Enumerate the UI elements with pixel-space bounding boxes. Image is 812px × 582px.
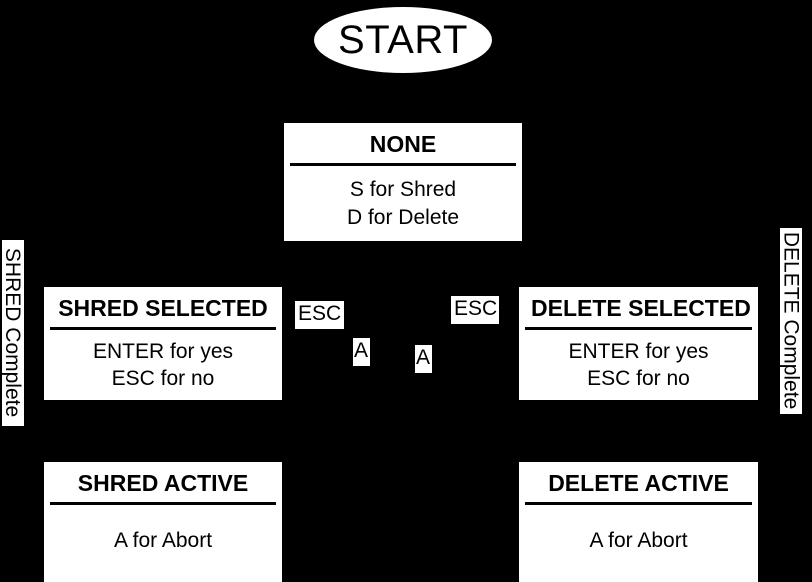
state-shred-selected-body-line-2: ESC for no <box>111 367 215 391</box>
start-node[interactable]: START <box>314 7 492 73</box>
state-shred-active[interactable]: SHRED ACTIVE A for Abort <box>44 462 282 582</box>
transition-label-abort-shred: A <box>353 338 370 366</box>
edge-esc-shred-rail <box>282 314 296 317</box>
state-shred-selected-body-line-1: ENTER for yes <box>92 339 234 363</box>
start-node-label: START <box>338 18 468 62</box>
transition-label-abort-delete: A <box>415 345 432 373</box>
state-delete-selected-title: DELETE SELECTED <box>525 287 752 331</box>
transition-label-delete-complete-text: DELETE Complete <box>779 232 803 410</box>
transition-label-delete-complete: DELETE Complete <box>779 228 803 414</box>
edge-esc-delete-rail <box>499 309 520 312</box>
edge-abort-delete-rail <box>422 373 425 392</box>
transition-label-shred-complete: SHRED Complete <box>1 240 25 426</box>
edge-none-bottom-stub <box>402 240 405 262</box>
state-none-body: S for Shred D for Delete <box>284 166 522 241</box>
edge-start-to-none <box>402 72 405 124</box>
edge-none-to-shred-selected <box>162 262 165 288</box>
state-delete-selected-body: ENTER for yes ESC for no <box>519 330 758 400</box>
state-shred-selected[interactable]: SHRED SELECTED ENTER for yes ESC for no <box>44 287 282 400</box>
state-none-body-line-1: S for Shred <box>349 178 457 201</box>
state-delete-active-body: A for Abort <box>519 505 758 582</box>
state-shred-active-title: SHRED ACTIVE <box>50 462 276 506</box>
state-none-body-line-2: D for Delete <box>346 205 460 229</box>
state-shred-active-body: A for Abort <box>44 505 282 582</box>
state-delete-selected-body-line-1: ENTER for yes <box>568 339 709 363</box>
edge-none-to-delete-selected <box>638 262 641 288</box>
edge-shred-selected-to-shred-active <box>162 400 165 462</box>
state-delete-active-body-line-1: A for Abort <box>589 529 688 553</box>
transition-label-esc-shred: ESC <box>295 301 344 329</box>
state-shred-selected-body: ENTER for yes ESC for no <box>44 330 282 400</box>
edge-delete-selected-to-delete-active <box>638 400 641 462</box>
state-delete-selected[interactable]: DELETE SELECTED ENTER for yes ESC for no <box>519 287 758 400</box>
state-delete-active-title: DELETE ACTIVE <box>525 462 752 506</box>
state-delete-active[interactable]: DELETE ACTIVE A for Abort <box>519 462 758 582</box>
state-delete-selected-body-line-2: ESC for no <box>587 367 690 391</box>
state-shred-active-body-line-1: A for Abort <box>113 529 213 553</box>
edge-none-fanout-rail <box>162 260 640 263</box>
state-none[interactable]: NONE S for Shred D for Delete <box>284 123 522 241</box>
transition-label-shred-complete-text: SHRED Complete <box>1 248 25 418</box>
state-shred-selected-title: SHRED SELECTED <box>50 287 276 331</box>
transition-label-esc-delete: ESC <box>451 296 499 324</box>
state-none-title: NONE <box>290 123 516 167</box>
edge-abort-shred-rail <box>360 366 363 392</box>
